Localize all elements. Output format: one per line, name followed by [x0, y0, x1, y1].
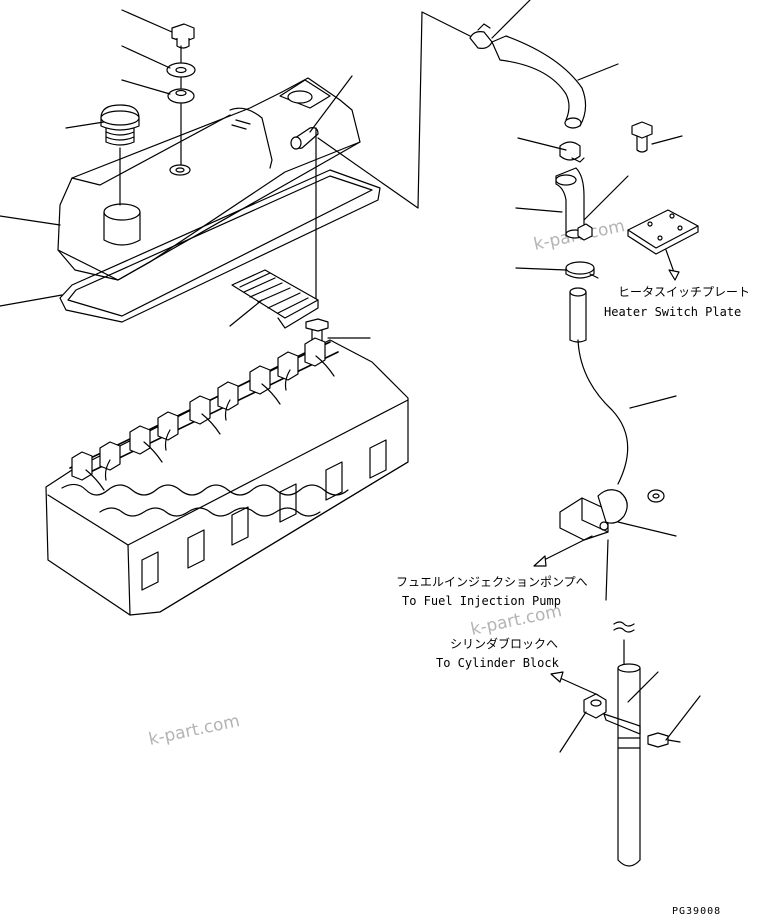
rocker-arm-assembly	[69, 337, 339, 491]
fuel-pump-label-jp: フュエルインジェクションポンプへ	[396, 575, 588, 589]
cylinder-block-label-jp: シリンダブロックへ	[450, 636, 558, 651]
cover-washer-lower	[167, 88, 195, 104]
elbow-pipe	[555, 167, 593, 241]
switch-bolt	[631, 121, 653, 153]
hose-clamp-middle	[559, 141, 585, 163]
wire-harness	[577, 339, 629, 485]
pipe-clamp-bolt	[647, 732, 681, 748]
arrow-plate	[668, 269, 680, 281]
routing-line-plate	[583, 175, 629, 221]
watermark-4: k-part.com	[147, 711, 242, 750]
cylinder-head-cover	[57, 77, 361, 281]
head-cover-gasket	[59, 169, 381, 323]
cylinder-head	[45, 339, 409, 616]
rubber-hose	[491, 35, 587, 129]
hose-clamp-lower	[565, 261, 599, 279]
heater-switch-plate-label-jp: ヒータスイッチプレート	[618, 285, 750, 299]
pipe-clamp-block	[583, 693, 607, 719]
cylinder-block-label-en: To Cylinder Block	[436, 656, 560, 670]
oil-filler-cap	[100, 104, 140, 146]
heater-switch-plate-label-en: Heater Switch Plate	[604, 305, 741, 319]
routing-line-breather	[317, 11, 471, 209]
lower-pipe	[617, 663, 641, 867]
shield-plate	[231, 269, 319, 329]
cover-washer-upper	[166, 62, 196, 78]
heater-switch-plate	[627, 209, 699, 255]
hose-clamp-top	[469, 23, 493, 49]
arrow-fuel-pump	[533, 555, 547, 567]
hose-lower	[569, 287, 587, 343]
bracket-washer	[647, 489, 665, 503]
fuel-pump-label-en: To Fuel Injection Pump	[402, 594, 561, 608]
figure-code: PG39008	[672, 906, 721, 917]
arrow-cylinder-block	[550, 671, 564, 683]
clamp-bracket	[559, 489, 628, 541]
cover-bolt	[171, 23, 195, 49]
leader-lines	[0, 0, 701, 753]
